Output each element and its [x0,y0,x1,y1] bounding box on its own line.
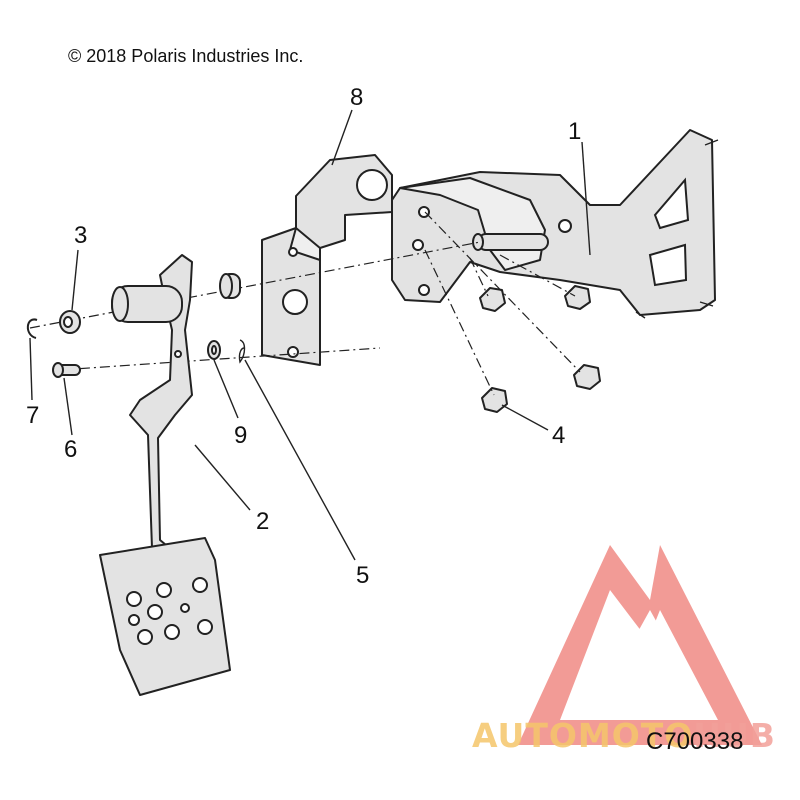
bushing-right [219,273,241,299]
callout-1: 1 [568,118,582,145]
copyright-notice: © 2018 Polaris Industries Inc. [68,46,304,66]
callout-5: 5 [356,562,370,589]
callout-4: 4 [552,422,566,449]
nut-a [479,287,506,312]
watermark-text-a: AUTOMOTO [472,716,694,755]
e-clip-7 [26,318,38,339]
callout-7: 7 [26,402,40,429]
watermark-text-b: HUB [693,716,776,755]
pedal-arm [111,254,193,556]
nut-d [481,387,508,413]
nut-b [564,285,591,310]
callout-9: 9 [234,422,248,449]
plate-bracket [261,154,393,366]
callout-2: 2 [256,508,270,535]
nut-c [573,364,601,390]
callout-3: 3 [74,222,88,249]
watermark-logo [518,545,762,745]
watermark-text: AUTOMOTOHUB [472,716,776,755]
flange-nuts [479,285,601,413]
clevis-pin-6 [52,362,81,378]
drawing-id: C700338 [646,728,744,755]
callout-8: 8 [350,84,364,111]
callout-6: 6 [64,436,78,463]
main-bracket [391,129,719,319]
pedal-pad [99,537,231,696]
washer-9 [207,340,221,360]
assembly-lines [29,211,581,396]
hair-pin-5 [238,339,246,364]
callout-leaders [29,109,591,561]
bushing-3 [59,310,81,334]
